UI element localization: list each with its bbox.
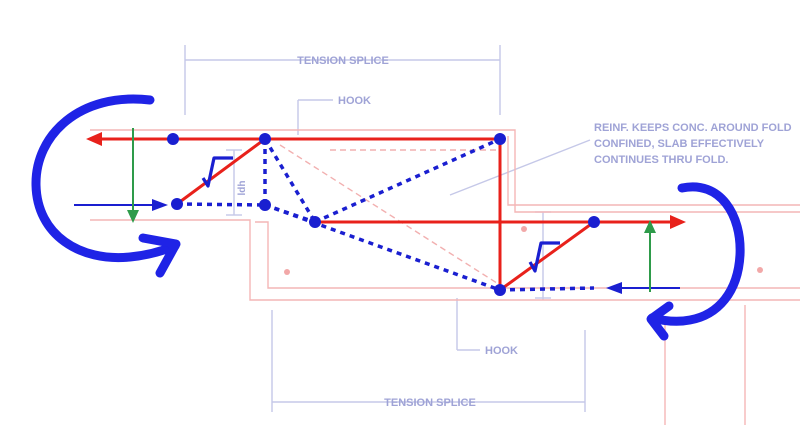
ldh-label: ldh (237, 181, 248, 196)
node (309, 216, 321, 228)
moment-curl-right-arrowhead-icon (646, 301, 674, 341)
truss-nodes (167, 133, 600, 296)
concrete-outline-top (90, 129, 800, 213)
moment-curl-right (647, 182, 745, 326)
tension-splice-bottom-label: TENSION SPLICE (384, 397, 476, 409)
node (494, 133, 506, 145)
tension-members (86, 132, 686, 292)
moment-curl-left (31, 94, 180, 263)
rebar-section-dot (757, 267, 763, 273)
load-arrow-left-icon (152, 199, 168, 211)
reaction-arrow-down-icon (127, 210, 139, 223)
node (171, 198, 183, 210)
moment-curl-left-arrowhead-icon (138, 233, 181, 278)
concrete-outline-bottom (90, 219, 800, 301)
note-leader (449, 139, 591, 196)
node (494, 284, 506, 296)
sqrt-left-icon (201, 156, 233, 188)
note-line-2: CONFINED, SLAB EFFECTIVELY (594, 138, 765, 150)
concrete-inner-bottom (255, 221, 800, 289)
concrete-inner-top (507, 136, 800, 206)
compression-members (176, 137, 595, 292)
compression-diagonal-3 (314, 137, 501, 224)
node (167, 133, 179, 145)
hook-bottom-label: HOOK (485, 345, 518, 357)
compression-diagonal-4 (264, 203, 501, 292)
bar-overlap-dashed (279, 144, 501, 286)
compression-diagonal-1 (263, 138, 317, 223)
node (259, 133, 271, 145)
tension-splice-top-label: TENSION SPLICE (297, 55, 389, 67)
note-line-3: CONTINUES THRU FOLD. (594, 154, 728, 166)
rebar-section-dot (284, 269, 290, 275)
tension-strut-left (175, 137, 267, 206)
sqrt-right-icon (528, 241, 560, 273)
node (588, 216, 600, 228)
note-line-1: REINF. KEEPS CONC. AROUND FOLD (594, 122, 792, 134)
tension-arrow-left-icon (86, 132, 102, 146)
load-arrow-right-icon (606, 282, 622, 294)
compression-bar-left (176, 202, 266, 207)
tension-strut-right (498, 220, 596, 292)
background-drawing (90, 45, 800, 425)
reaction-arrow-up-icon (644, 220, 656, 233)
rebar-section-dot (521, 226, 527, 232)
node (259, 199, 271, 211)
tension-arrow-right-icon (670, 215, 686, 229)
hook-top-label: HOOK (338, 95, 371, 107)
